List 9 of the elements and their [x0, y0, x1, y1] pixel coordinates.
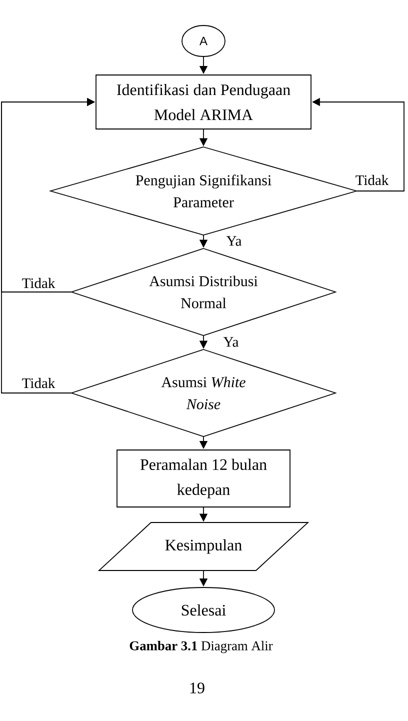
process-box: Identifikasi dan Pendugaan Model ARIMA — [96, 74, 312, 130]
edge-label: Tidak — [22, 378, 56, 388]
process-box: Peramalan 12 bulan kedepan — [116, 450, 290, 508]
edge-label: Ya — [226, 236, 242, 246]
edge-label: Tidak — [22, 278, 56, 288]
caption: Gambar 3.1 Diagram Alir — [130, 640, 273, 654]
edge-label: Ya — [223, 337, 239, 347]
edge-label: Tidak — [356, 174, 389, 186]
page-number: 19 — [190, 682, 204, 694]
